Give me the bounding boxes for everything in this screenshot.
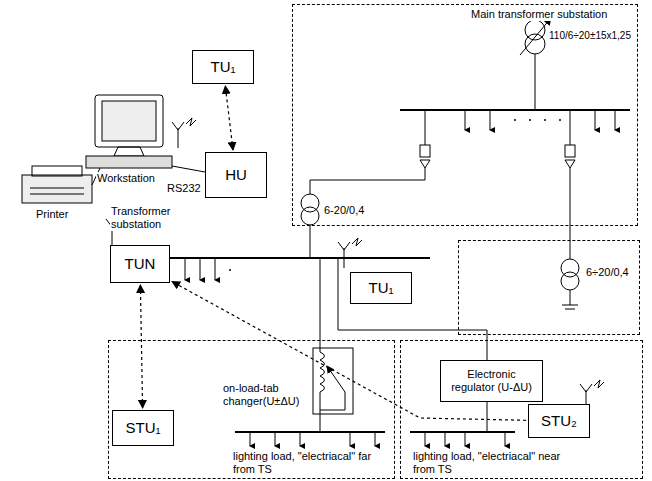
node-text: TUN <box>125 255 156 272</box>
node-text: STU₁ <box>125 419 160 436</box>
node-text: Main transformer substation <box>470 8 608 21</box>
node-text: lighting load, "electriacal" near from T… <box>412 450 564 476</box>
text-label: RS232 <box>166 182 202 195</box>
node-text: Electronic regulator (U-ΔU) <box>441 368 542 393</box>
node-text: lighting load, "electriacal" far from TS <box>232 450 392 476</box>
text-label: Printer <box>35 208 69 221</box>
node-text: 6÷20/0,4 <box>585 266 630 279</box>
node-text: STU₂ <box>541 412 577 429</box>
radio-link <box>140 285 142 408</box>
dashed-region: on-load-tab changer(U±ΔU) lighting load, … <box>108 340 395 479</box>
unit-box: STU₁ <box>112 410 174 446</box>
unit-box: STU₂ <box>528 404 590 438</box>
node-text: on-load-tab changer(U±ΔU) <box>222 382 312 408</box>
node-text: HU <box>225 166 247 183</box>
radio-link <box>225 86 233 150</box>
text-label: 6-20/0,4 <box>323 204 365 217</box>
unit-box: TUN <box>110 245 170 283</box>
dashed-region: 6÷20/0,4 <box>458 240 640 335</box>
dashed-region: Main transformer substation 110/6÷20±15x1… <box>292 4 638 226</box>
dashed-region: lighting load, "electriacal" near from T… <box>400 340 643 479</box>
node-text: 110/6÷20±15x1,25 <box>548 30 632 42</box>
unit-box: Electronic regulator (U-ΔU) <box>440 360 543 402</box>
text-label: Workstation <box>96 172 156 185</box>
node-text: TU₁ <box>210 58 235 75</box>
unit-box: TU₁ <box>192 50 254 84</box>
unit-box: TU₁ <box>350 272 412 304</box>
text-label: Transformer substation <box>110 205 194 231</box>
node-text: TU₁ <box>368 279 393 296</box>
unit-box: HU <box>205 152 267 198</box>
